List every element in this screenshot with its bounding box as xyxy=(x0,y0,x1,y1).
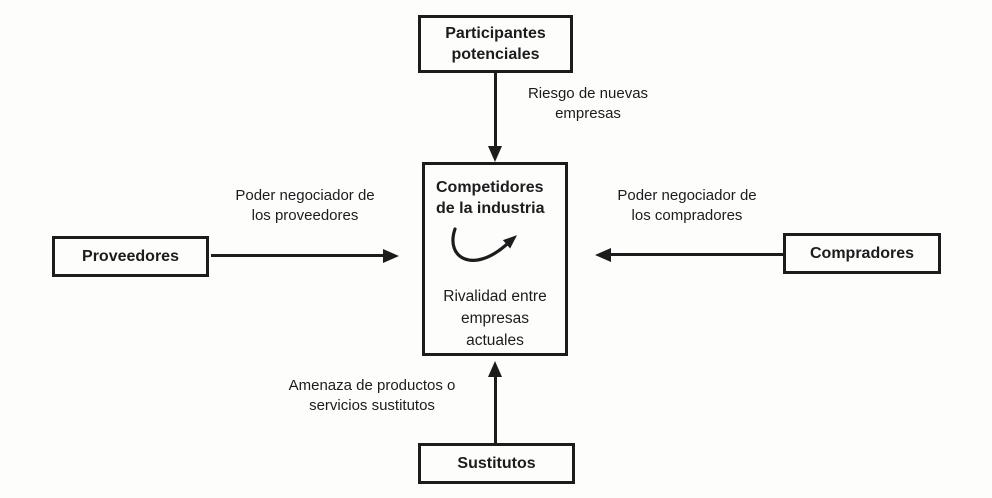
box-label-line: empresas xyxy=(460,310,530,327)
label-line: Riesgo de nuevas xyxy=(527,85,649,102)
center-box-body: Rivalidad entre empresas actuales xyxy=(425,286,565,352)
center-box-title: Competidores de la industria xyxy=(436,177,544,219)
label-line: Poder negociador de xyxy=(235,187,375,204)
box-label-line: Participantes xyxy=(445,25,546,42)
label-riesgo-nuevas-empresas: Riesgo de nuevas empresas xyxy=(498,84,678,124)
box-compradores: Compradores xyxy=(783,233,941,274)
box-label-line: Proveedores xyxy=(82,248,179,265)
box-proveedores: Proveedores xyxy=(52,236,209,277)
arrow-line xyxy=(211,254,385,257)
box-label-line: Rivalidad entre xyxy=(443,288,547,305)
rivalry-curved-arrow-icon xyxy=(451,227,518,262)
box-label-line: Competidores xyxy=(436,179,544,196)
arrowhead-left-icon xyxy=(595,247,611,262)
label-line: empresas xyxy=(555,105,621,122)
box-label-line: potenciales xyxy=(451,46,540,63)
box-label-line: actuales xyxy=(466,332,524,349)
arrow-line xyxy=(494,377,497,443)
box-label-line: Compradores xyxy=(809,245,915,262)
arrow-line xyxy=(609,253,783,256)
label-line: los compradores xyxy=(631,207,743,224)
label-line: Amenaza de productos o xyxy=(288,377,456,394)
box-sustitutos: Sustitutos xyxy=(418,443,575,484)
arrowhead-up-icon xyxy=(488,361,502,377)
label-line: servicios sustitutos xyxy=(309,397,435,414)
label-poder-compradores: Poder negociador de los compradores xyxy=(597,186,777,226)
label-line: Poder negociador de xyxy=(617,187,757,204)
label-line: los proveedores xyxy=(251,207,359,224)
box-participantes-potenciales: Participantes potenciales xyxy=(418,15,573,73)
arrowhead-down-icon xyxy=(488,146,502,162)
label-amenaza-sustitutos: Amenaza de productos o servicios sustitu… xyxy=(268,376,476,416)
box-label-line: Sustitutos xyxy=(457,455,536,472)
label-poder-proveedores: Poder negociador de los proveedores xyxy=(215,186,395,226)
box-label-line: de la industria xyxy=(436,200,545,217)
arrow-line xyxy=(494,73,497,149)
arrowhead-right-icon xyxy=(383,248,399,263)
box-competidores-industria: Competidores de la industria Rivalidad e… xyxy=(422,162,568,356)
